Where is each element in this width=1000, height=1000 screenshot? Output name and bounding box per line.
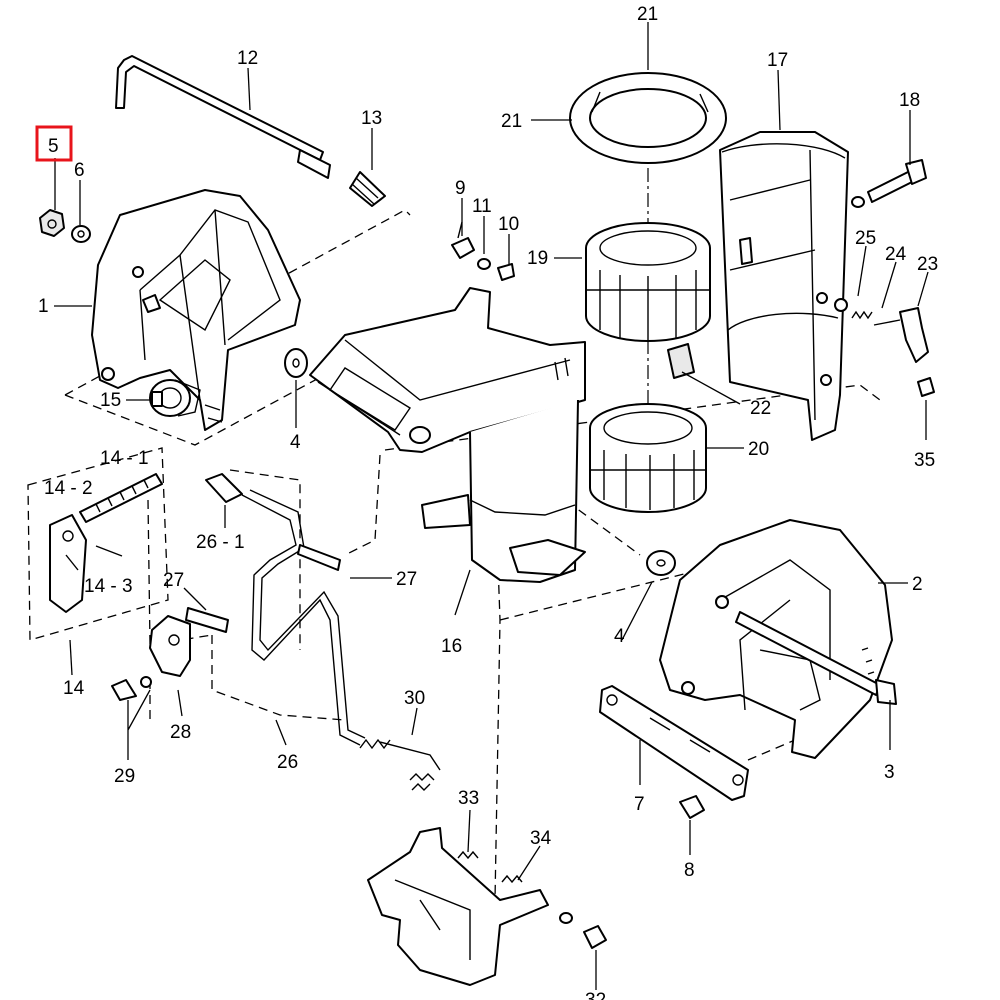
part-16-swivel-bracket: [309, 287, 586, 583]
callout-33: 33: [458, 788, 479, 809]
callout-13: 13: [361, 108, 382, 129]
part-13-cone: [349, 171, 386, 207]
part-9-clip: [451, 221, 475, 259]
callout-10: 10: [498, 214, 519, 235]
part-21-ring: [569, 72, 727, 164]
callout-17: 17: [767, 50, 788, 71]
callout-2: 2: [912, 574, 923, 595]
callout-8: 8: [684, 860, 695, 881]
callout-27-right: 27: [396, 569, 417, 590]
callout-5: 5: [48, 136, 59, 157]
callout-35: 35: [914, 450, 935, 471]
part-30-spring: [359, 738, 441, 791]
part-14-tilt-lever: [27, 447, 169, 641]
callout-14: 14: [63, 678, 85, 699]
callout-34: 34: [530, 828, 552, 849]
part-35-screw: [917, 377, 935, 397]
part-1-clamp-bracket-left: [91, 189, 301, 431]
callout-24: 24: [885, 244, 907, 265]
part-24-spring: [851, 310, 873, 320]
callout-14-1: 14 - 1: [100, 448, 149, 469]
callout-22: 22: [750, 398, 771, 419]
part-26-tilt-rod: [185, 473, 366, 746]
callout-9: 9: [455, 178, 466, 199]
callout-26: 26: [277, 752, 298, 773]
part-5-nut: [39, 209, 65, 237]
callout-23: 23: [917, 254, 938, 275]
part-32-screw: [559, 912, 607, 949]
part-29-screw: [111, 676, 152, 701]
highlight-box: [35, 125, 73, 162]
callout-29: 29: [114, 766, 135, 787]
part-11-washer: [477, 258, 491, 270]
part-28-bracket: [149, 615, 191, 677]
callout-12: 12: [237, 48, 258, 69]
callout-21-left: 21: [501, 111, 522, 132]
callout-4-lower: 4: [614, 626, 625, 647]
callout-3: 3: [884, 762, 895, 783]
callout-26-1: 26 - 1: [196, 532, 245, 553]
callout-6: 6: [74, 160, 85, 181]
callout-14-3: 14 - 3: [84, 576, 133, 597]
callout-25: 25: [855, 228, 876, 249]
leader-lines: [54, 22, 929, 990]
part-stop-plate: [367, 827, 549, 986]
callout-7: 7: [634, 794, 645, 815]
callout-11: 11: [472, 196, 492, 217]
part-25-washer: [834, 298, 848, 312]
part-8-screw: [679, 795, 705, 819]
callout-30: 30: [404, 688, 425, 709]
callout-28: 28: [170, 722, 191, 743]
callout-15: 15: [100, 390, 121, 411]
part-22-block: [667, 343, 695, 379]
callout-32: 32: [585, 990, 606, 1000]
callout-labels: 21 21 17 18 12 13 5 6 1 9 11 10 19 25 24…: [38, 4, 938, 1000]
part-4-washer-upper: [284, 348, 308, 378]
part-6-washer: [71, 225, 91, 243]
part-18-bolt: [851, 159, 927, 208]
part-7-plate: [599, 685, 749, 801]
callout-18: 18: [899, 90, 920, 111]
callout-1: 1: [38, 296, 49, 317]
callout-27-left: 27: [163, 570, 184, 591]
callout-16: 16: [441, 636, 462, 657]
callout-21-top: 21: [637, 4, 658, 25]
callout-20: 20: [748, 439, 769, 460]
part-12-rod: [115, 55, 331, 179]
callout-19: 19: [527, 248, 548, 269]
part-23-knob: [873, 307, 929, 363]
part-20-bushing-lower: [589, 403, 707, 513]
part-10-screw: [497, 263, 515, 281]
part-15-knob: [149, 379, 201, 417]
part-3-bolt: [735, 611, 897, 705]
part-19-bushing-upper: [585, 222, 711, 342]
part-33-spring: [457, 850, 479, 860]
part-17-housing: [719, 131, 849, 441]
part-4-washer-lower: [646, 550, 676, 576]
callout-4-upper: 4: [290, 432, 301, 453]
callout-14-2: 14 - 2: [44, 478, 93, 499]
